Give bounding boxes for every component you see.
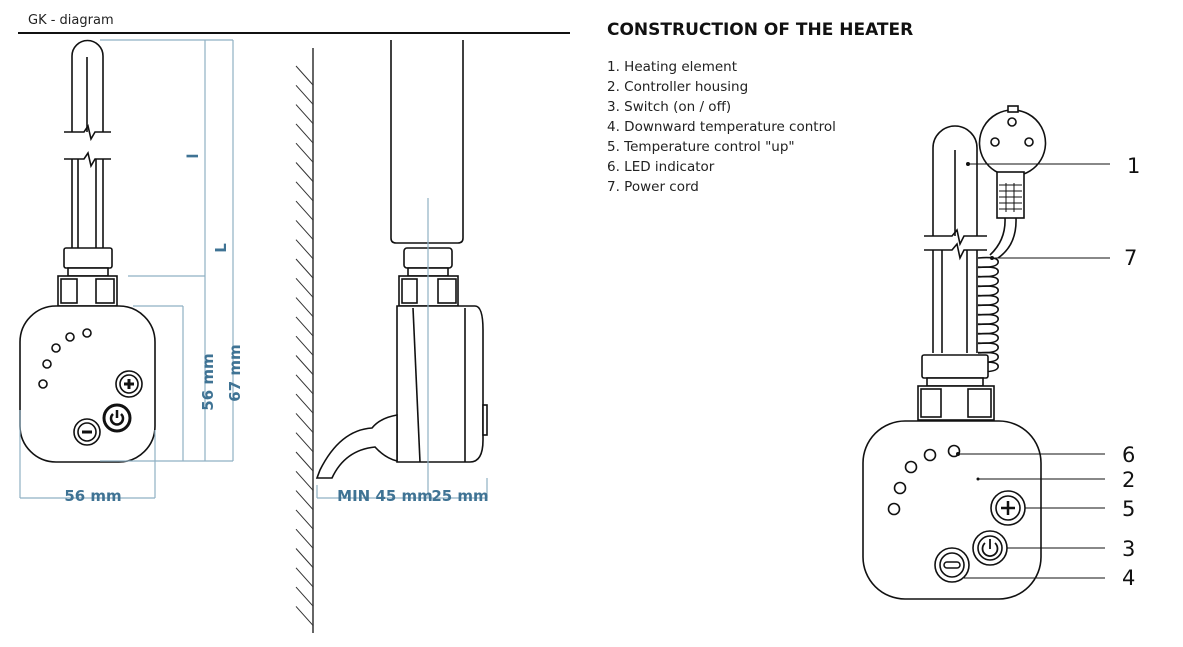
coil-loop [977,256,999,268]
hatch-line [295,277,314,298]
hatch-line [295,355,314,375]
dim-body-height: 56 mm [199,353,217,410]
hatch-line [295,393,314,414]
break-mark [64,124,111,142]
led-indicators [38,328,92,389]
dim-depth: 25 mm [431,487,488,505]
side-housing [396,305,484,463]
list-item: 4. Downward temperature control [607,119,836,135]
side-view: MIN 45 mm 25 mm [295,40,489,633]
construction-list: 1. Heating element 2. Controller housing… [607,59,836,195]
front-dimensions: l L 56 mm 67 mm 56 mm [19,39,244,505]
heating-element [932,125,978,236]
dim-min-wall: MIN 45 mm [337,487,433,505]
coil-loop [977,304,999,316]
plus-button-icon [990,490,1026,526]
hatch-line [295,181,314,202]
callout-6: 6 [1122,443,1135,467]
dim-width: 56 mm [64,487,121,505]
construction-diagram: 1 7 6 2 5 3 4 [862,105,1140,600]
hatch-line [295,335,314,356]
hatch-line [295,606,314,626]
hex-block [57,275,118,307]
hatch-line [295,413,314,433]
power-button-icon [972,530,1008,566]
front-view [19,39,156,463]
list-item: 7. Power cord [607,179,699,195]
coil-loop [977,313,999,325]
hatch-line [295,316,314,337]
list-item: 2. Controller housing [607,79,748,95]
hatch-line [295,220,314,240]
minus-button-icon [73,418,101,446]
hatch-line [295,432,314,453]
label-L: L [212,243,230,253]
list-item: 5. Temperature control "up" [607,139,795,155]
minus-button-icon [934,547,970,583]
hatch-line [295,509,314,530]
hatch-line [295,84,314,105]
callout-5: 5 [1122,497,1135,521]
wall-hatching [295,65,314,626]
hatch-line [295,65,314,86]
cable-gland [315,414,398,479]
hatch-line [295,258,314,279]
list-item: 1. Heating element [607,59,737,75]
hatch-line [295,470,314,491]
callout-lines [956,162,1110,579]
hatch-line [295,162,314,182]
hatch-line [295,200,314,221]
list-item: 6. LED indicator [607,159,715,175]
hatch-line [295,490,314,510]
hatch-line [295,297,314,317]
coil-loop [977,342,999,354]
hatch-line [295,451,314,472]
power-button-icon [102,403,132,433]
label-l: l [184,153,202,158]
heating-element-top [71,39,104,132]
hatch-line [295,239,314,260]
hatch-line [295,374,314,395]
list-item: 3. Switch (on / off) [607,99,731,115]
towel-rail-tube [390,40,464,244]
nut [63,247,113,269]
coil-loop [977,266,999,278]
callout-2: 2 [1122,468,1135,492]
coil-loop [977,275,999,287]
dim-total-height: 67 mm [226,344,244,401]
hatch-line [295,104,314,124]
plus-button-icon [115,370,143,398]
diagram-header: GK - diagram [28,13,114,28]
coil-loop [977,294,999,306]
coil-loop [977,323,999,335]
hatch-line [295,528,314,549]
construction-title: CONSTRUCTION OF THE HEATER [607,20,913,40]
controller-housing [862,420,1042,600]
power-plug-icon [978,105,1047,259]
coil-loop [977,285,999,297]
hatch-line [295,586,314,607]
hatch-line [295,123,314,144]
coil-loop [977,332,999,344]
callout-1: 1 [1127,154,1140,178]
led-indicators [887,444,961,516]
callout-7: 7 [1124,246,1137,270]
callout-3: 3 [1122,537,1135,561]
hatch-line [295,548,314,568]
callout-4: 4 [1122,566,1135,590]
hatch-line [295,142,314,163]
hatch-line [295,567,314,588]
